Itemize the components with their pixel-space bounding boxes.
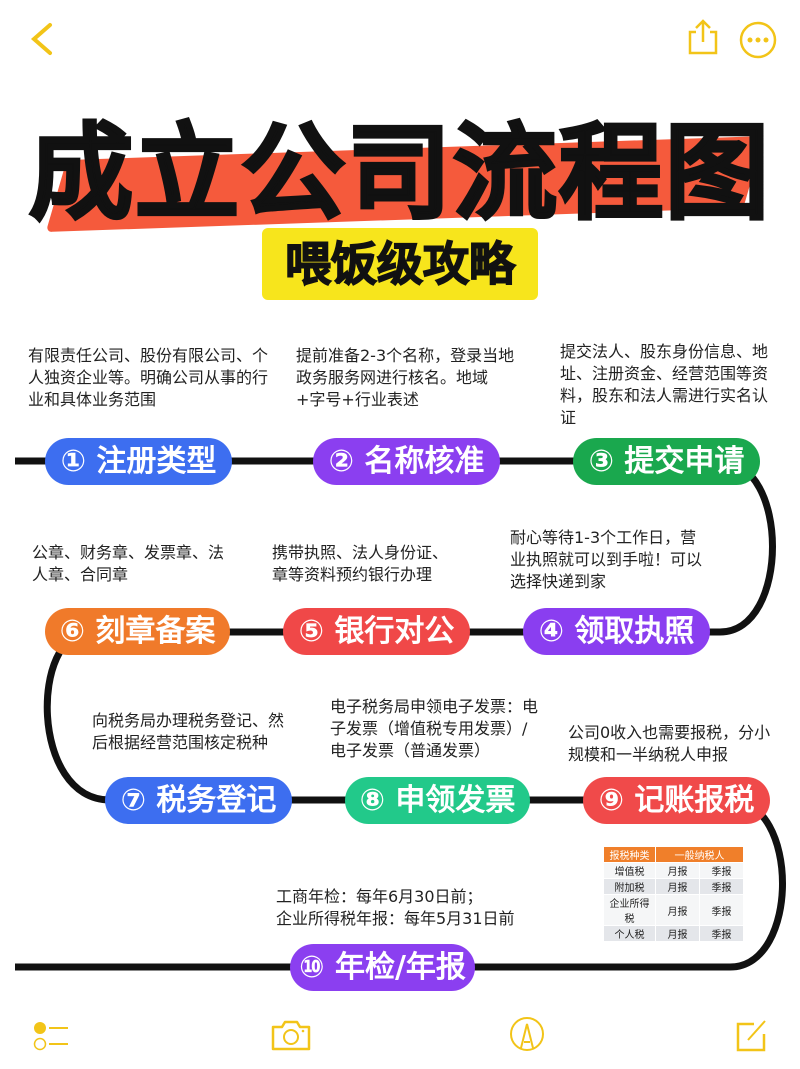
step-6-desc: 公章、财务章、发票章、法人章、合同章	[32, 543, 225, 584]
step-7-desc: 向税务局办理税务登记、然后根据经营范围核定税种	[92, 711, 285, 752]
step-10-pill: ⑩ 年检/年报	[290, 944, 475, 991]
table-row: 企业所得税月报季报	[603, 894, 744, 926]
markup-icon[interactable]	[509, 1016, 545, 1052]
table-row: 增值税月报季报	[603, 862, 744, 879]
share-icon[interactable]	[686, 18, 720, 56]
more-icon[interactable]	[738, 20, 778, 60]
table-row: 个人税月报季报	[603, 925, 744, 942]
step-8-pill: ⑧ 申领发票	[345, 777, 530, 824]
step-9-pill: ⑨ 记账报税	[583, 777, 770, 824]
step-3-pill: ③ 提交申请	[573, 438, 760, 485]
subtitle-badge: 喂饭级攻略	[262, 228, 538, 300]
table-header: 报税种类	[603, 846, 656, 863]
step-7-pill: ⑦ 税务登记	[105, 777, 292, 824]
page-title: 成立公司流程图	[27, 111, 771, 236]
step-4-pill: ④ 领取执照	[523, 608, 710, 655]
step-2-desc: 提前准备2-3个名称，登录当地政务服务网进行核名。地域+字号+行业表述	[296, 346, 515, 409]
camera-icon[interactable]	[270, 1018, 312, 1052]
step-6-pill: ⑥ 刻章备案	[45, 608, 230, 655]
checklist-icon[interactable]	[32, 1020, 72, 1052]
step-2-pill: ② 名称核准	[313, 438, 500, 485]
step-10-desc-1: 工商年检：每年6月30日前；	[276, 887, 483, 906]
step-4-desc: 耐心等待1-3个工作日，营业执照就可以到手啦！可以选择快递到家	[510, 528, 703, 591]
back-icon[interactable]	[28, 22, 54, 56]
step-8-desc: 电子税务局申领电子发票：电子发票（增值税专用发票）/电子发票（普通发票）	[330, 697, 539, 760]
step-5-pill: ⑤ 银行对公	[283, 608, 470, 655]
step-10-desc-2: 企业所得税年报：每年5月31日前	[276, 909, 515, 928]
step-3-desc: 提交法人、股东身份信息、地址、注册资金、经营范围等资料，股东和法人需进行实名认证	[560, 342, 769, 427]
step-1-pill: ① 注册类型	[45, 438, 232, 485]
table-header: 一般纳税人	[655, 846, 744, 863]
tax-table: 报税种类一般纳税人 增值税月报季报 附加税月报季报 企业所得税月报季报 个人税月…	[603, 846, 744, 942]
step-5-desc: 携带执照、法人身份证、章等资料预约银行办理	[272, 543, 449, 584]
step-1-desc: 有限责任公司、股份有限公司、个人独资企业等。明确公司从事的行业和具体业务范围	[28, 346, 269, 409]
step-9-desc: 公司0收入也需要报税，分小规模和一半纳税人申报	[568, 723, 771, 764]
table-row: 附加税月报季报	[603, 878, 744, 895]
compose-icon[interactable]	[734, 1018, 768, 1052]
